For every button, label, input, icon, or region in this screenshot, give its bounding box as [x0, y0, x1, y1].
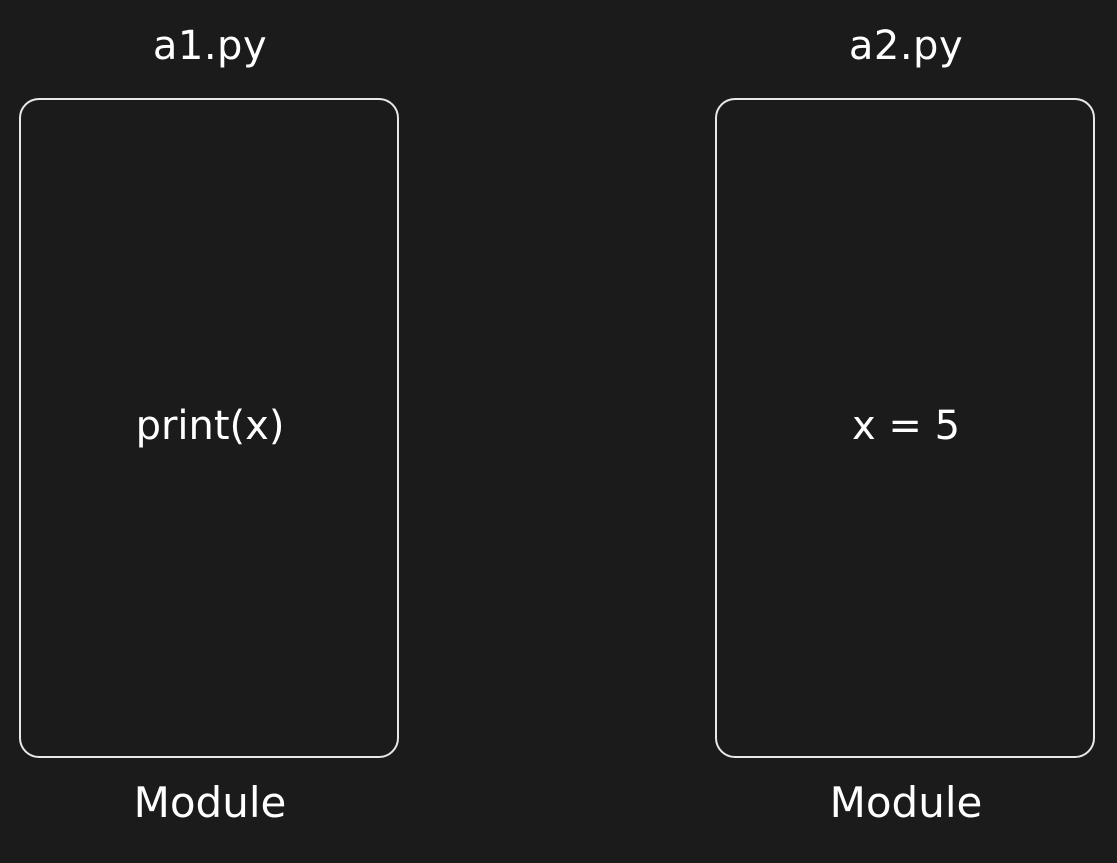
module-caption: Module [133, 778, 287, 827]
module-caption: Module [829, 778, 983, 827]
module-box [19, 98, 399, 758]
module-a2: a2.py x = 5 Module [711, 0, 1101, 863]
module-filename: a1.py [152, 23, 268, 69]
module-box [715, 98, 1095, 758]
module-filename: a2.py [848, 23, 964, 69]
module-a1: a1.py print(x) Module [15, 0, 405, 863]
module-code: print(x) [135, 403, 285, 449]
module-code: x = 5 [851, 403, 961, 449]
